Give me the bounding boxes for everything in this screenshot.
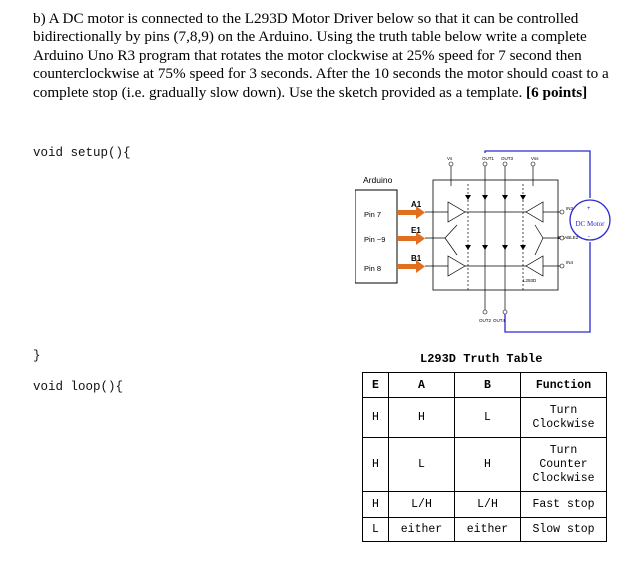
- question-prefix: b) A DC motor is connected to the L293D …: [33, 10, 609, 101]
- cell-a: H: [388, 397, 455, 438]
- question-text: b) A DC motor is connected to the L293D …: [33, 10, 611, 102]
- question-points: [6 points]: [526, 83, 588, 101]
- cell-e: H: [362, 437, 389, 492]
- code-setup-close: }: [33, 349, 41, 363]
- motor-plus: +: [587, 206, 591, 212]
- pin-8-label: Pin 8: [364, 264, 381, 273]
- out4-label: OUT4: [493, 318, 505, 323]
- cell-e: H: [362, 491, 389, 518]
- cell-function: Turn Clockwise: [520, 397, 607, 438]
- cell-b: L: [454, 397, 521, 438]
- cell-function: Fast stop: [520, 491, 607, 518]
- cell-a: either: [388, 517, 455, 542]
- out1-label: OUT1: [482, 156, 494, 161]
- out2-label: OUT2: [479, 318, 491, 323]
- cell-b: L/H: [454, 491, 521, 518]
- header-a: A: [388, 372, 455, 398]
- motor-driver-diagram: Arduino Pin 7 Pin ~9 Pin 8 A1 E1 B1 L293…: [355, 150, 611, 333]
- cell-a: L/H: [388, 491, 455, 518]
- cell-e: H: [362, 397, 389, 438]
- arduino-label: Arduino: [363, 175, 393, 185]
- motor-minus: -: [588, 234, 590, 240]
- motor-wires: [484, 150, 591, 333]
- code-setup-open: void setup(){: [33, 146, 131, 160]
- signal-b1: B1: [411, 254, 422, 263]
- out3-label: OUT3: [501, 156, 513, 161]
- truth-table: E A B Function H H L Turn Clockwise H L …: [362, 372, 607, 542]
- l293d-chip: [432, 179, 559, 291]
- vs-label: Vs: [447, 156, 453, 161]
- pin-9-label: Pin ~9: [364, 235, 385, 244]
- header-function: Function: [520, 372, 607, 398]
- table-row: H L H Turn Counter Clockwise: [362, 437, 607, 492]
- cell-function: Slow stop: [520, 517, 607, 542]
- vss-label: Vss: [531, 156, 539, 161]
- pin-circles: [448, 161, 565, 315]
- truth-table-header: E A B Function: [362, 372, 607, 398]
- table-row: L either either Slow stop: [362, 517, 607, 542]
- arduino-box: [355, 189, 398, 284]
- in3-label: IN3: [566, 206, 574, 211]
- signal-a1: A1: [411, 200, 422, 209]
- code-loop-open: void loop(){: [33, 380, 124, 394]
- cell-b: H: [454, 437, 521, 492]
- signal-e1: E1: [411, 226, 421, 235]
- motor-label: DC Motor: [576, 220, 606, 228]
- table-row: H L/H L/H Fast stop: [362, 491, 607, 518]
- header-e: E: [362, 372, 389, 398]
- enable2-label: ENABLE2: [558, 235, 579, 240]
- in4-label: IN4: [566, 260, 574, 265]
- table-row: H H L Turn Clockwise: [362, 397, 607, 438]
- pin-7-label: Pin 7: [364, 210, 381, 219]
- signal-arrows: [398, 206, 425, 273]
- dc-motor: [569, 199, 611, 241]
- cell-e: L: [362, 517, 389, 542]
- cell-function: Turn Counter Clockwise: [520, 437, 607, 492]
- truth-table-title: L293D Truth Table: [420, 352, 543, 366]
- chip-wiring: [425, 164, 560, 310]
- cell-a: L: [388, 437, 455, 492]
- header-b: B: [454, 372, 521, 398]
- chip-label: L293D: [523, 278, 537, 283]
- cell-b: either: [454, 517, 521, 542]
- diode-marks: [465, 195, 526, 250]
